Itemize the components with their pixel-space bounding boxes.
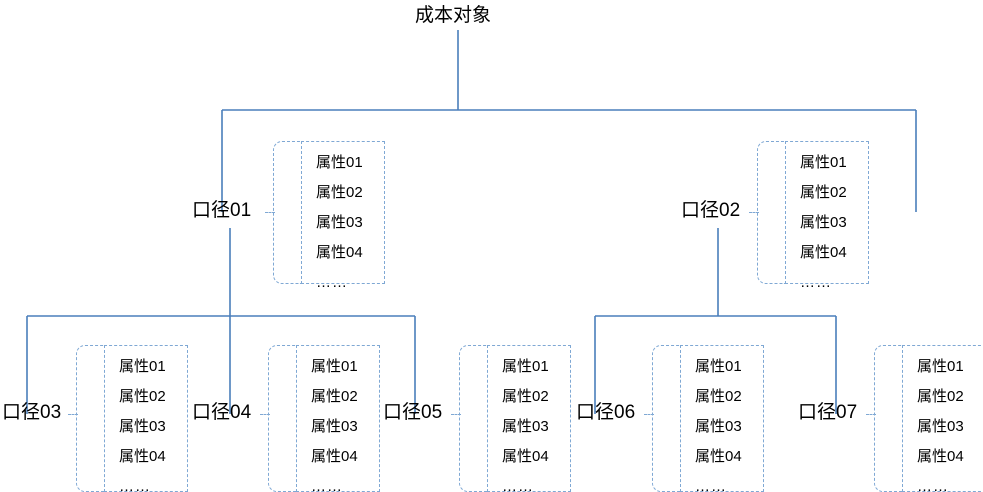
attr-box-k06[interactable]: 属性01 属性02 属性03 属性04 …… [680, 345, 764, 492]
attr-item: 属性01 [119, 358, 166, 375]
attr-box-k02[interactable]: 属性01 属性02 属性03 属性04 …… [785, 141, 869, 291]
attr-item: 属性03 [502, 418, 549, 435]
brace-tab-k05 [451, 414, 461, 415]
attr-item: 属性02 [800, 184, 847, 201]
attr-item: 属性02 [502, 388, 549, 405]
node-root-label[interactable]: 成本对象 [415, 5, 492, 26]
attr-item: 属性01 [800, 154, 847, 171]
attr-box-k04[interactable]: 属性01 属性02 属性03 属性04 …… [296, 345, 380, 492]
attr-item: 属性01 [316, 154, 363, 171]
brace-k06 [644, 345, 680, 492]
brace-tab-k02 [749, 212, 759, 213]
node-k07-label[interactable]: 口径07 [798, 402, 858, 423]
node-k03-label[interactable]: 口径03 [2, 402, 62, 423]
attr-item: 属性04 [917, 448, 964, 465]
brace-k01 [265, 141, 301, 284]
attr-item: 属性04 [311, 448, 358, 465]
brace-k05 [451, 345, 487, 492]
attr-item: 属性04 [695, 448, 742, 465]
attr-item: 属性04 [502, 448, 549, 465]
attr-box-k01[interactable]: 属性01 属性02 属性03 属性04 …… [301, 141, 385, 291]
attr-item: 属性01 [311, 358, 358, 375]
attr-more: …… [800, 274, 832, 291]
attr-item: 属性03 [695, 418, 742, 435]
attr-item: 属性03 [311, 418, 358, 435]
brace-k07 [866, 345, 902, 492]
attr-item: 属性01 [502, 358, 549, 375]
brace-tab-k04 [260, 414, 270, 415]
brace-tab-k01 [265, 212, 275, 213]
attr-item: 属性01 [695, 358, 742, 375]
attr-more: …… [316, 274, 348, 291]
attr-box-k03[interactable]: 属性01 属性02 属性03 属性04 …… [104, 345, 188, 492]
brace-tab-k07 [866, 414, 876, 415]
attr-item: 属性03 [316, 214, 363, 231]
attr-more: …… [502, 478, 534, 492]
attr-more: …… [119, 478, 151, 492]
node-k05-label[interactable]: 口径05 [383, 402, 443, 423]
brace-tab-k06 [644, 414, 654, 415]
attr-item: 属性02 [119, 388, 166, 405]
attr-item: 属性04 [800, 244, 847, 261]
attr-item: 属性02 [917, 388, 964, 405]
node-k02-label[interactable]: 口径02 [681, 200, 741, 221]
node-k04-label[interactable]: 口径04 [192, 402, 252, 423]
attr-item: 属性03 [800, 214, 847, 231]
attr-item: 属性03 [119, 418, 166, 435]
attr-item: 属性02 [316, 184, 363, 201]
attr-item: 属性02 [695, 388, 742, 405]
attr-box-k05[interactable]: 属性01 属性02 属性03 属性04 …… [487, 345, 571, 492]
brace-k04 [260, 345, 296, 492]
attr-more: …… [695, 478, 727, 492]
attr-item: 属性02 [311, 388, 358, 405]
attr-more: …… [917, 478, 949, 492]
attr-item: 属性03 [917, 418, 964, 435]
node-k01-label[interactable]: 口径01 [192, 200, 252, 221]
brace-k02 [749, 141, 785, 284]
attr-item: 属性04 [119, 448, 166, 465]
attr-item: 属性04 [316, 244, 363, 261]
attr-more: …… [311, 478, 343, 492]
attr-box-k07[interactable]: 属性01 属性02 属性03 属性04 …… [902, 345, 983, 492]
attr-item: 属性01 [917, 358, 964, 375]
node-k06-label[interactable]: 口径06 [576, 402, 636, 423]
brace-tab-k03 [68, 414, 78, 415]
brace-k03 [68, 345, 104, 492]
